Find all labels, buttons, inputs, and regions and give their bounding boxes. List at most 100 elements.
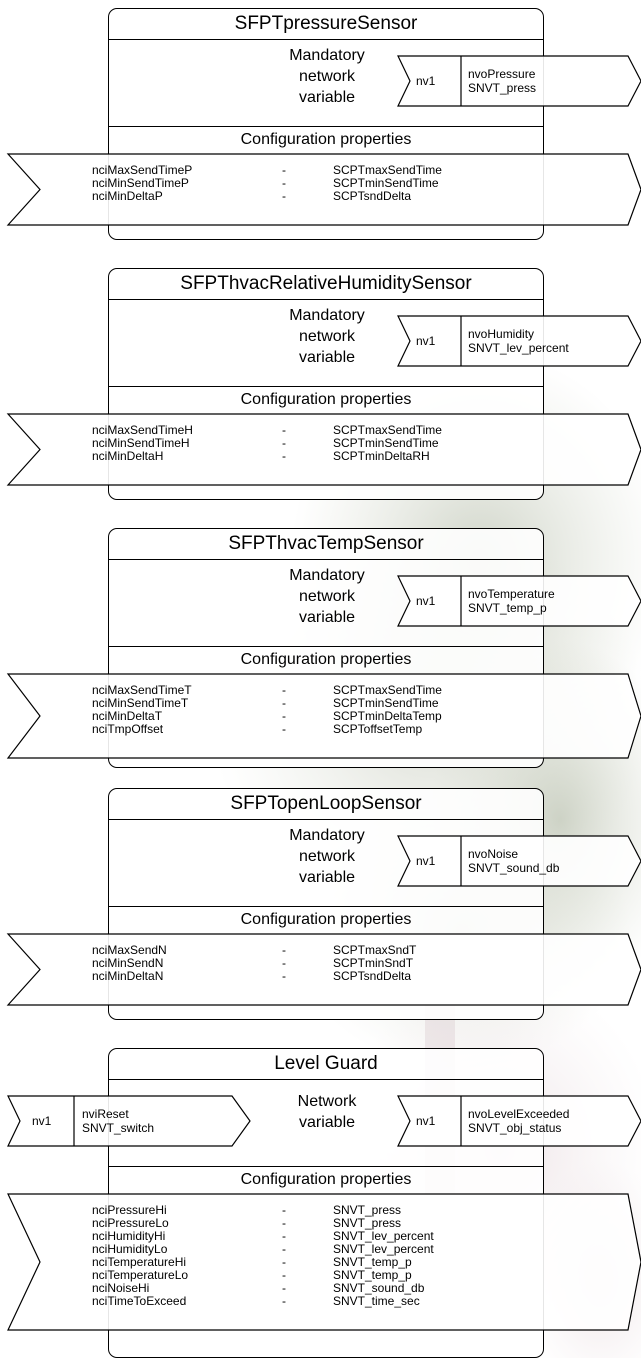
config-property-name: nciPressureLo bbox=[92, 1216, 169, 1230]
block-title: Level Guard bbox=[108, 1048, 544, 1080]
config-property-name: nciMinDeltaH bbox=[92, 449, 164, 463]
network-variable-label-line: variable bbox=[298, 349, 356, 366]
config-property-name: nciHumidityHi bbox=[92, 1229, 166, 1243]
block-title: SFPTopenLoopSensor bbox=[108, 788, 544, 820]
network-variable-label-line: network bbox=[298, 588, 356, 605]
config-property-name: nciHumidityLo bbox=[92, 1242, 168, 1256]
output-nv-id: nv1 bbox=[416, 74, 436, 88]
config-property-dash: - bbox=[282, 683, 286, 697]
output-nv-id: nv1 bbox=[416, 334, 436, 348]
config-property-dash: - bbox=[282, 1216, 286, 1230]
config-property-name: nciMinDeltaP bbox=[92, 189, 163, 203]
block-title: SFPThvacRelativeHumiditySensor bbox=[108, 268, 544, 300]
config-property-name: nciTimeToExceed bbox=[92, 1294, 187, 1308]
config-property-dash: - bbox=[282, 163, 286, 177]
config-property-dash: - bbox=[282, 1268, 286, 1282]
config-property-type: SNVT_temp_p bbox=[333, 1268, 412, 1282]
output-nv-arrow bbox=[397, 575, 641, 627]
config-property-name: nciMinSendTimeP bbox=[92, 176, 189, 190]
config-properties-title: Configuration properties bbox=[108, 1166, 544, 1193]
config-property-dash: - bbox=[282, 176, 286, 190]
block-title: SFPTpressureSensor bbox=[108, 8, 544, 40]
config-property-type: SNVT_temp_p bbox=[333, 1255, 412, 1269]
config-property-dash: - bbox=[282, 722, 286, 736]
config-property-name: nciTemperatureHi bbox=[92, 1255, 187, 1269]
input-nv-name: nviReset bbox=[82, 1107, 129, 1121]
config-property-type: SNVT_press bbox=[333, 1216, 402, 1230]
config-property-dash: - bbox=[282, 709, 286, 723]
config-property-type: SCPTmaxSndT bbox=[333, 943, 417, 957]
input-nv-type: SNVT_switch bbox=[82, 1121, 155, 1135]
config-property-type: SCPTminSendTime bbox=[333, 436, 439, 450]
config-property-type: SCPToffsetTemp bbox=[333, 722, 423, 736]
config-property-dash: - bbox=[282, 956, 286, 970]
config-properties-title: Configuration properties bbox=[108, 126, 544, 153]
config-property-name: nciMaxSendTimeH bbox=[92, 423, 193, 437]
config-property-type: SCPTsndDelta bbox=[333, 969, 412, 983]
config-property-dash: - bbox=[282, 423, 286, 437]
config-property-type: SNVT_sound_db bbox=[333, 1281, 425, 1295]
config-property-type: SNVT_lev_percent bbox=[333, 1242, 434, 1256]
network-variable-label-line: network bbox=[298, 68, 356, 85]
output-nv-arrow bbox=[397, 835, 641, 887]
config-property-name: nciMinDeltaT bbox=[92, 709, 163, 723]
network-variable-label-line: network bbox=[298, 328, 356, 345]
config-property-dash: - bbox=[282, 1255, 286, 1269]
config-property-dash: - bbox=[282, 1203, 286, 1217]
config-properties-title: Configuration properties bbox=[108, 906, 544, 933]
output-nv-type: SNVT_press bbox=[468, 81, 537, 95]
config-property-name: nciMaxSendN bbox=[92, 943, 167, 957]
config-property-name: nciMinSendTimeT bbox=[92, 696, 189, 710]
config-properties-arrow bbox=[6, 413, 641, 486]
config-property-dash: - bbox=[282, 189, 286, 203]
config-property-dash: - bbox=[282, 1229, 286, 1243]
output-nv-name: nvoLevelExceeded bbox=[468, 1107, 570, 1121]
network-variable-label-line: network bbox=[298, 848, 356, 865]
config-properties-title: Configuration properties bbox=[108, 646, 544, 673]
config-property-type: SNVT_press bbox=[333, 1203, 402, 1217]
config-property-type: SNVT_lev_percent bbox=[333, 1229, 434, 1243]
config-property-name: nciTemperatureLo bbox=[92, 1268, 189, 1282]
config-property-name: nciMinSendTimeH bbox=[92, 436, 190, 450]
config-property-dash: - bbox=[282, 969, 286, 983]
block-title: SFPThvacTempSensor bbox=[108, 528, 544, 560]
output-nv-type: SNVT_temp_p bbox=[468, 601, 547, 615]
config-properties-arrow bbox=[6, 673, 641, 759]
output-nv-name: nvoTemperature bbox=[468, 587, 555, 601]
network-variable-label-line: Network bbox=[297, 1093, 357, 1110]
input-nv-id: nv1 bbox=[32, 1114, 52, 1128]
config-properties-arrow bbox=[6, 153, 641, 226]
network-variable-label-line: Mandatory bbox=[289, 47, 365, 64]
network-variable-label-line: Mandatory bbox=[289, 827, 365, 844]
config-property-name: nciTmpOffset bbox=[92, 722, 164, 736]
output-nv-type: SNVT_obj_status bbox=[468, 1121, 562, 1135]
config-property-dash: - bbox=[282, 1242, 286, 1256]
output-nv-name: nvoNoise bbox=[468, 847, 519, 861]
config-property-type: SCPTminSendTime bbox=[333, 176, 439, 190]
config-property-dash: - bbox=[282, 943, 286, 957]
output-nv-arrow bbox=[397, 1095, 641, 1147]
config-property-name: nciMinDeltaN bbox=[92, 969, 164, 983]
output-nv-arrow bbox=[397, 315, 641, 367]
network-variable-label-line: variable bbox=[298, 869, 356, 886]
output-nv-name: nvoPressure bbox=[468, 67, 536, 81]
config-property-type: SCPTminDeltaRH bbox=[333, 449, 430, 463]
network-variable-label-line: Mandatory bbox=[289, 567, 365, 584]
input-nv-arrow bbox=[7, 1095, 251, 1147]
config-properties-arrow bbox=[7, 1193, 641, 1331]
config-property-type: SCPTmaxSendTime bbox=[333, 423, 442, 437]
config-property-type: SCPTminDeltaTemp bbox=[333, 709, 442, 723]
output-nv-type: SNVT_sound_db bbox=[468, 861, 560, 875]
config-property-dash: - bbox=[282, 436, 286, 450]
config-property-dash: - bbox=[282, 696, 286, 710]
config-properties-arrow bbox=[6, 933, 641, 1006]
